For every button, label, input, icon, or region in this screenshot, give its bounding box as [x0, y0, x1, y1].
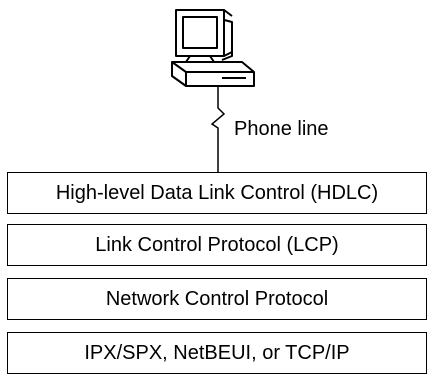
monitor-screen — [182, 16, 218, 49]
layer-network-protocols: IPX/SPX, NetBEUI, or TCP/IP — [7, 332, 427, 374]
layer-ncp: Network Control Protocol — [7, 278, 427, 320]
phone-line-label: Phone line — [234, 118, 329, 140]
layer-lcp: Link Control Protocol (LCP) — [7, 224, 427, 266]
layer-hdlc: High-level Data Link Control (HDLC) — [7, 172, 427, 214]
computer-icon — [171, 9, 255, 87]
phone-line — [210, 86, 226, 172]
system-unit — [171, 61, 255, 73]
